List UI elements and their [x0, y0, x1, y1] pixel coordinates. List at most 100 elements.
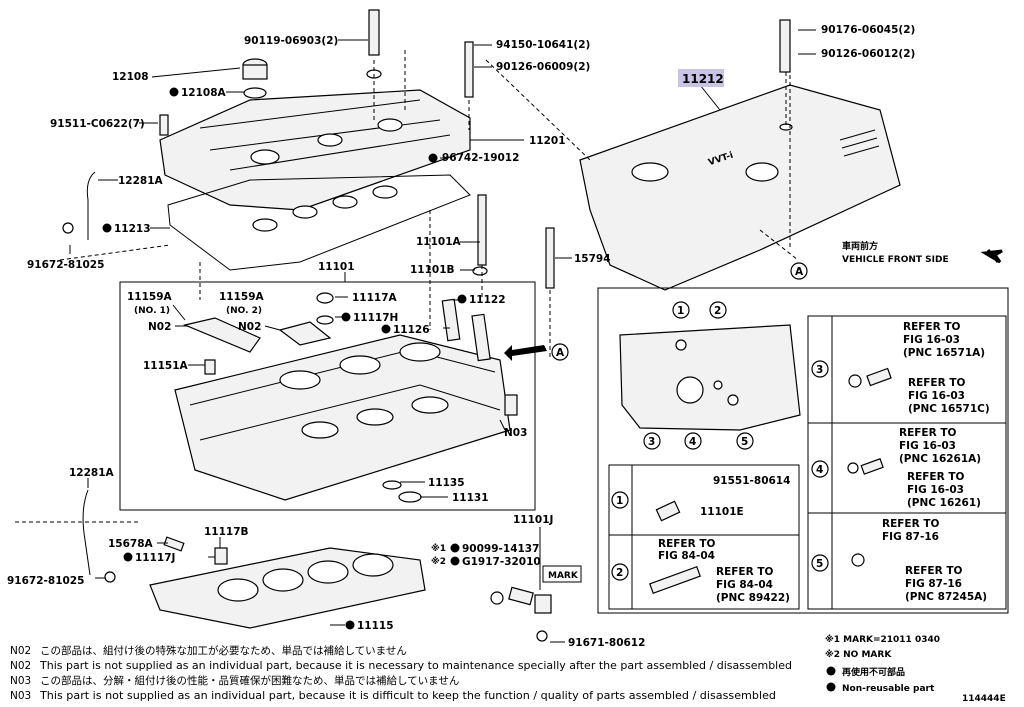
label-91672-bot: 91672-81025	[7, 575, 84, 587]
diagram-label: REFER TO	[658, 538, 716, 550]
diagram-label: FIG 16-03	[907, 484, 964, 496]
ventilation-hose-top[interactable]	[62, 171, 96, 240]
label-11212: 11212	[682, 72, 724, 86]
label-N03: N03	[504, 427, 527, 439]
label-G1917: G1917-32010	[462, 556, 541, 568]
label-11159A-1: 11159A	[127, 291, 173, 303]
label-91672-top: 91672-81025	[27, 259, 104, 271]
label-91671: 91671-80612	[568, 637, 645, 649]
view-a-circle	[790, 262, 808, 280]
camshaft-bearing-caps[interactable]	[183, 317, 332, 375]
label-12108: 12108	[112, 71, 149, 83]
diagram-label: FIG 84-04	[716, 579, 773, 591]
diagram-label: This part is not supplied as an individu…	[39, 660, 792, 672]
diagram-label: (PNC 16571C)	[908, 403, 990, 415]
sensor-assy[interactable]	[490, 565, 582, 642]
diagram-label: (PNC 16571A)	[903, 347, 985, 359]
diagram-label: N03	[10, 690, 31, 702]
diagram-label: この部品は、分解・組付け後の性能・品質確保が困難なため、単品では補給していません	[40, 674, 459, 687]
label-11135: 11135	[428, 477, 465, 489]
label-11117A: 11117A	[352, 292, 398, 304]
ventilation-hose-bottom[interactable]	[82, 489, 116, 583]
label-11117B: 11117B	[204, 526, 249, 538]
label-11101B: 11101B	[410, 264, 455, 276]
valve-cover-gasket[interactable]	[167, 174, 471, 271]
legend: ※1 MARK=21011 0340 ※2 NO MARK 再使用不可部品 No…	[825, 634, 1006, 704]
label-G1917-mark: ※2	[431, 556, 446, 567]
diagram-label: REFER TO	[908, 377, 966, 389]
diagram-label: 4	[689, 436, 696, 448]
diagram-label: 2	[616, 567, 623, 579]
diagram-label: FIG 16-03	[903, 334, 960, 346]
diagram-label: FIG 16-03	[899, 440, 956, 452]
valve-cover[interactable]	[159, 89, 471, 211]
label-94150: 94150-10641(2)	[496, 39, 590, 51]
label-12281A-top: 12281A	[118, 175, 164, 187]
leader-lines	[69, 29, 816, 643]
label-15794: 15794	[574, 253, 611, 265]
diagram-label: REFER TO	[907, 471, 965, 483]
label-11115: 11115	[357, 620, 394, 632]
engine-cover-studs[interactable]	[779, 19, 791, 73]
label-96742: 96742-19012	[442, 152, 519, 164]
label-90099-mark: ※1	[431, 543, 446, 554]
label-90126-b: 90126-06012(2)	[821, 48, 915, 60]
diagram-label: FIG 87-16	[905, 578, 962, 590]
diagram-label: FIG 87-16	[882, 531, 939, 543]
label-11101A: 11101A	[416, 236, 462, 248]
diagram-label: Non-reusable part	[842, 684, 935, 694]
diagram-label: REFER TO	[899, 427, 957, 439]
footnotes: N02 この部品は、組付け後の特殊な加工が必要なため、単品では補給していません …	[10, 644, 792, 702]
diagram-label: この部品は、組付け後の特殊な加工が必要なため、単品では補給していません	[40, 644, 407, 657]
label-front-en: VEHICLE FRONT SIDE	[842, 255, 949, 265]
diagram-label: (PNC 87245A)	[905, 591, 987, 603]
diagram-label: (PNC 16261A)	[899, 453, 981, 465]
diagram-label: REFER TO	[905, 565, 963, 577]
detail-labels: 1 2 3 4 5 1 91551-80614 11101E 2 REFER T…	[611, 301, 990, 604]
diagram-label: 3	[648, 436, 655, 448]
label-91551: 91551-80614	[713, 475, 790, 487]
diagram-label: 2	[714, 305, 721, 317]
label-11131: 11131	[452, 492, 489, 504]
diagram-label: REFER TO	[716, 566, 774, 578]
detail-view-frame	[597, 287, 1009, 614]
label-11159A-2-sub: (NO. 2)	[226, 306, 262, 316]
small-plugs[interactable]	[163, 536, 228, 565]
diagram-label: REFER TO	[882, 518, 940, 530]
label-11159A-2: 11159A	[219, 291, 265, 303]
diagram-label: 4	[816, 464, 823, 476]
label-11213: 11213	[114, 223, 151, 235]
cover-bolts[interactable]	[159, 9, 555, 289]
engine-cover[interactable]	[579, 84, 901, 291]
figure-id: 114444E	[962, 694, 1006, 704]
head-gasket[interactable]	[149, 547, 426, 629]
valve-guides[interactable]	[316, 292, 518, 416]
dashed-assembly-lines	[15, 50, 799, 523]
cylinder-head[interactable]	[174, 334, 511, 501]
detail-ref-box-left	[608, 464, 800, 610]
label-view-a: A	[556, 347, 565, 359]
plugs-and-seals[interactable]	[382, 480, 422, 503]
diagram-label: ※2 NO MARK	[825, 649, 892, 660]
label-N02-a: N02	[148, 321, 171, 333]
label-11122: 11122	[469, 294, 506, 306]
diagram-label: This part is not supplied as an individu…	[39, 690, 776, 702]
label-11101J: 11101J	[513, 514, 553, 526]
hose-clamp-icons	[649, 367, 892, 595]
label-11101: 11101	[318, 261, 355, 273]
part-labels: 90119-06903(2) 12108 12108A 91511-C0622(…	[7, 24, 949, 649]
cylinder-head-frame	[119, 281, 536, 511]
diagram-label: 1	[677, 305, 684, 317]
diagram-label: ※1 MARK=21011 0340	[825, 634, 940, 645]
detail-ref-box	[807, 315, 1007, 610]
label-11117H: 11117H	[353, 312, 398, 324]
label-11151A: 11151A	[143, 360, 189, 372]
diagram-label: (PNC 89422)	[716, 592, 790, 604]
label-N02-b: N02	[238, 321, 261, 333]
diagram-label: 5	[816, 558, 823, 570]
label-90099: 90099-14137	[462, 543, 539, 555]
label-90119: 90119-06903(2)	[244, 35, 338, 47]
label-11126: 11126	[393, 324, 430, 336]
oil-filler-cap[interactable]	[242, 58, 268, 99]
diagram-label: N03	[10, 675, 31, 687]
